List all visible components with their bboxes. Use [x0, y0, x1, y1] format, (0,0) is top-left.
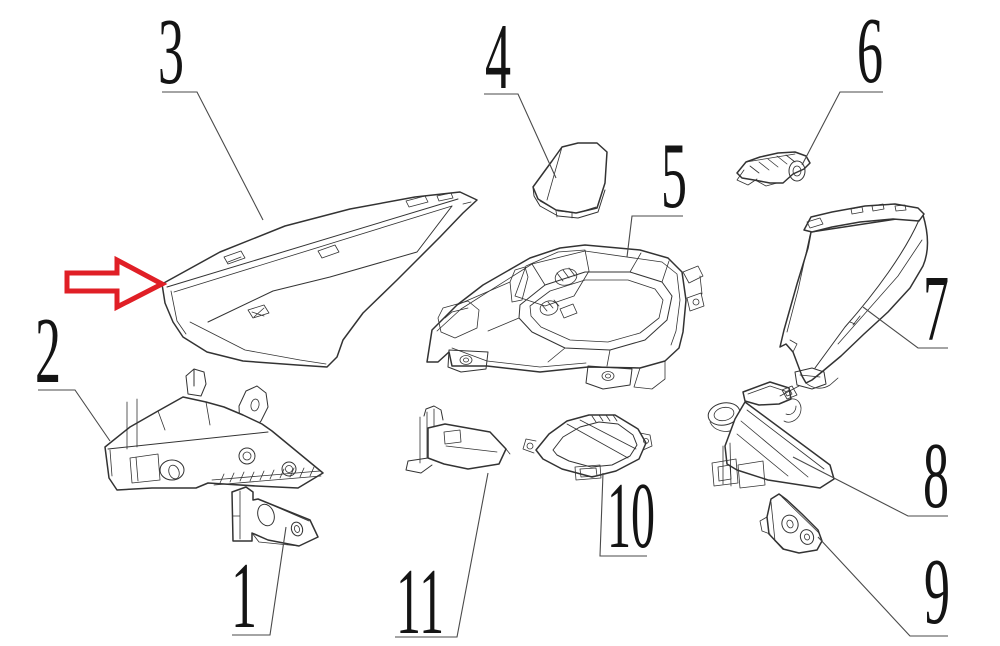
part-label-11: 11	[396, 550, 444, 646]
leader-line-3	[162, 91, 264, 221]
leader-line-2	[38, 389, 111, 442]
part-label-10: 10	[607, 464, 655, 568]
leader-line-7	[862, 306, 948, 349]
part-label-5: 5	[661, 124, 687, 228]
part-label-1: 1	[231, 544, 257, 646]
part-10-drawing	[522, 414, 653, 481]
leader-line-11	[395, 472, 489, 638]
part-label-3: 3	[158, 0, 184, 104]
red-arrow-pointer	[64, 255, 168, 312]
part-2-drawing	[104, 368, 324, 491]
part-7-drawing	[779, 203, 929, 389]
part-label-6: 6	[857, 0, 883, 103]
leader-line-4	[484, 93, 557, 179]
part-label-8: 8	[923, 424, 949, 528]
leader-line-1	[232, 526, 287, 636]
part-11-drawing	[405, 405, 511, 474]
part-label-7: 7	[923, 257, 949, 361]
part-label-9: 9	[924, 540, 950, 644]
part-6-drawing	[736, 151, 811, 187]
part-1-drawing	[231, 486, 319, 547]
part-4-drawing	[532, 142, 608, 219]
part-label-2: 2	[35, 299, 61, 403]
part-label-4: 4	[485, 5, 511, 109]
leader-line-8	[792, 456, 948, 517]
part-3-drawing	[161, 191, 478, 368]
part-8-drawing	[707, 367, 835, 489]
part-5-drawing	[426, 244, 705, 390]
part-9-drawing	[759, 493, 823, 554]
leader-line-6	[801, 91, 883, 166]
leader-line-9	[817, 536, 948, 637]
leader-line-5	[626, 215, 683, 258]
leader-line-10	[599, 472, 647, 557]
